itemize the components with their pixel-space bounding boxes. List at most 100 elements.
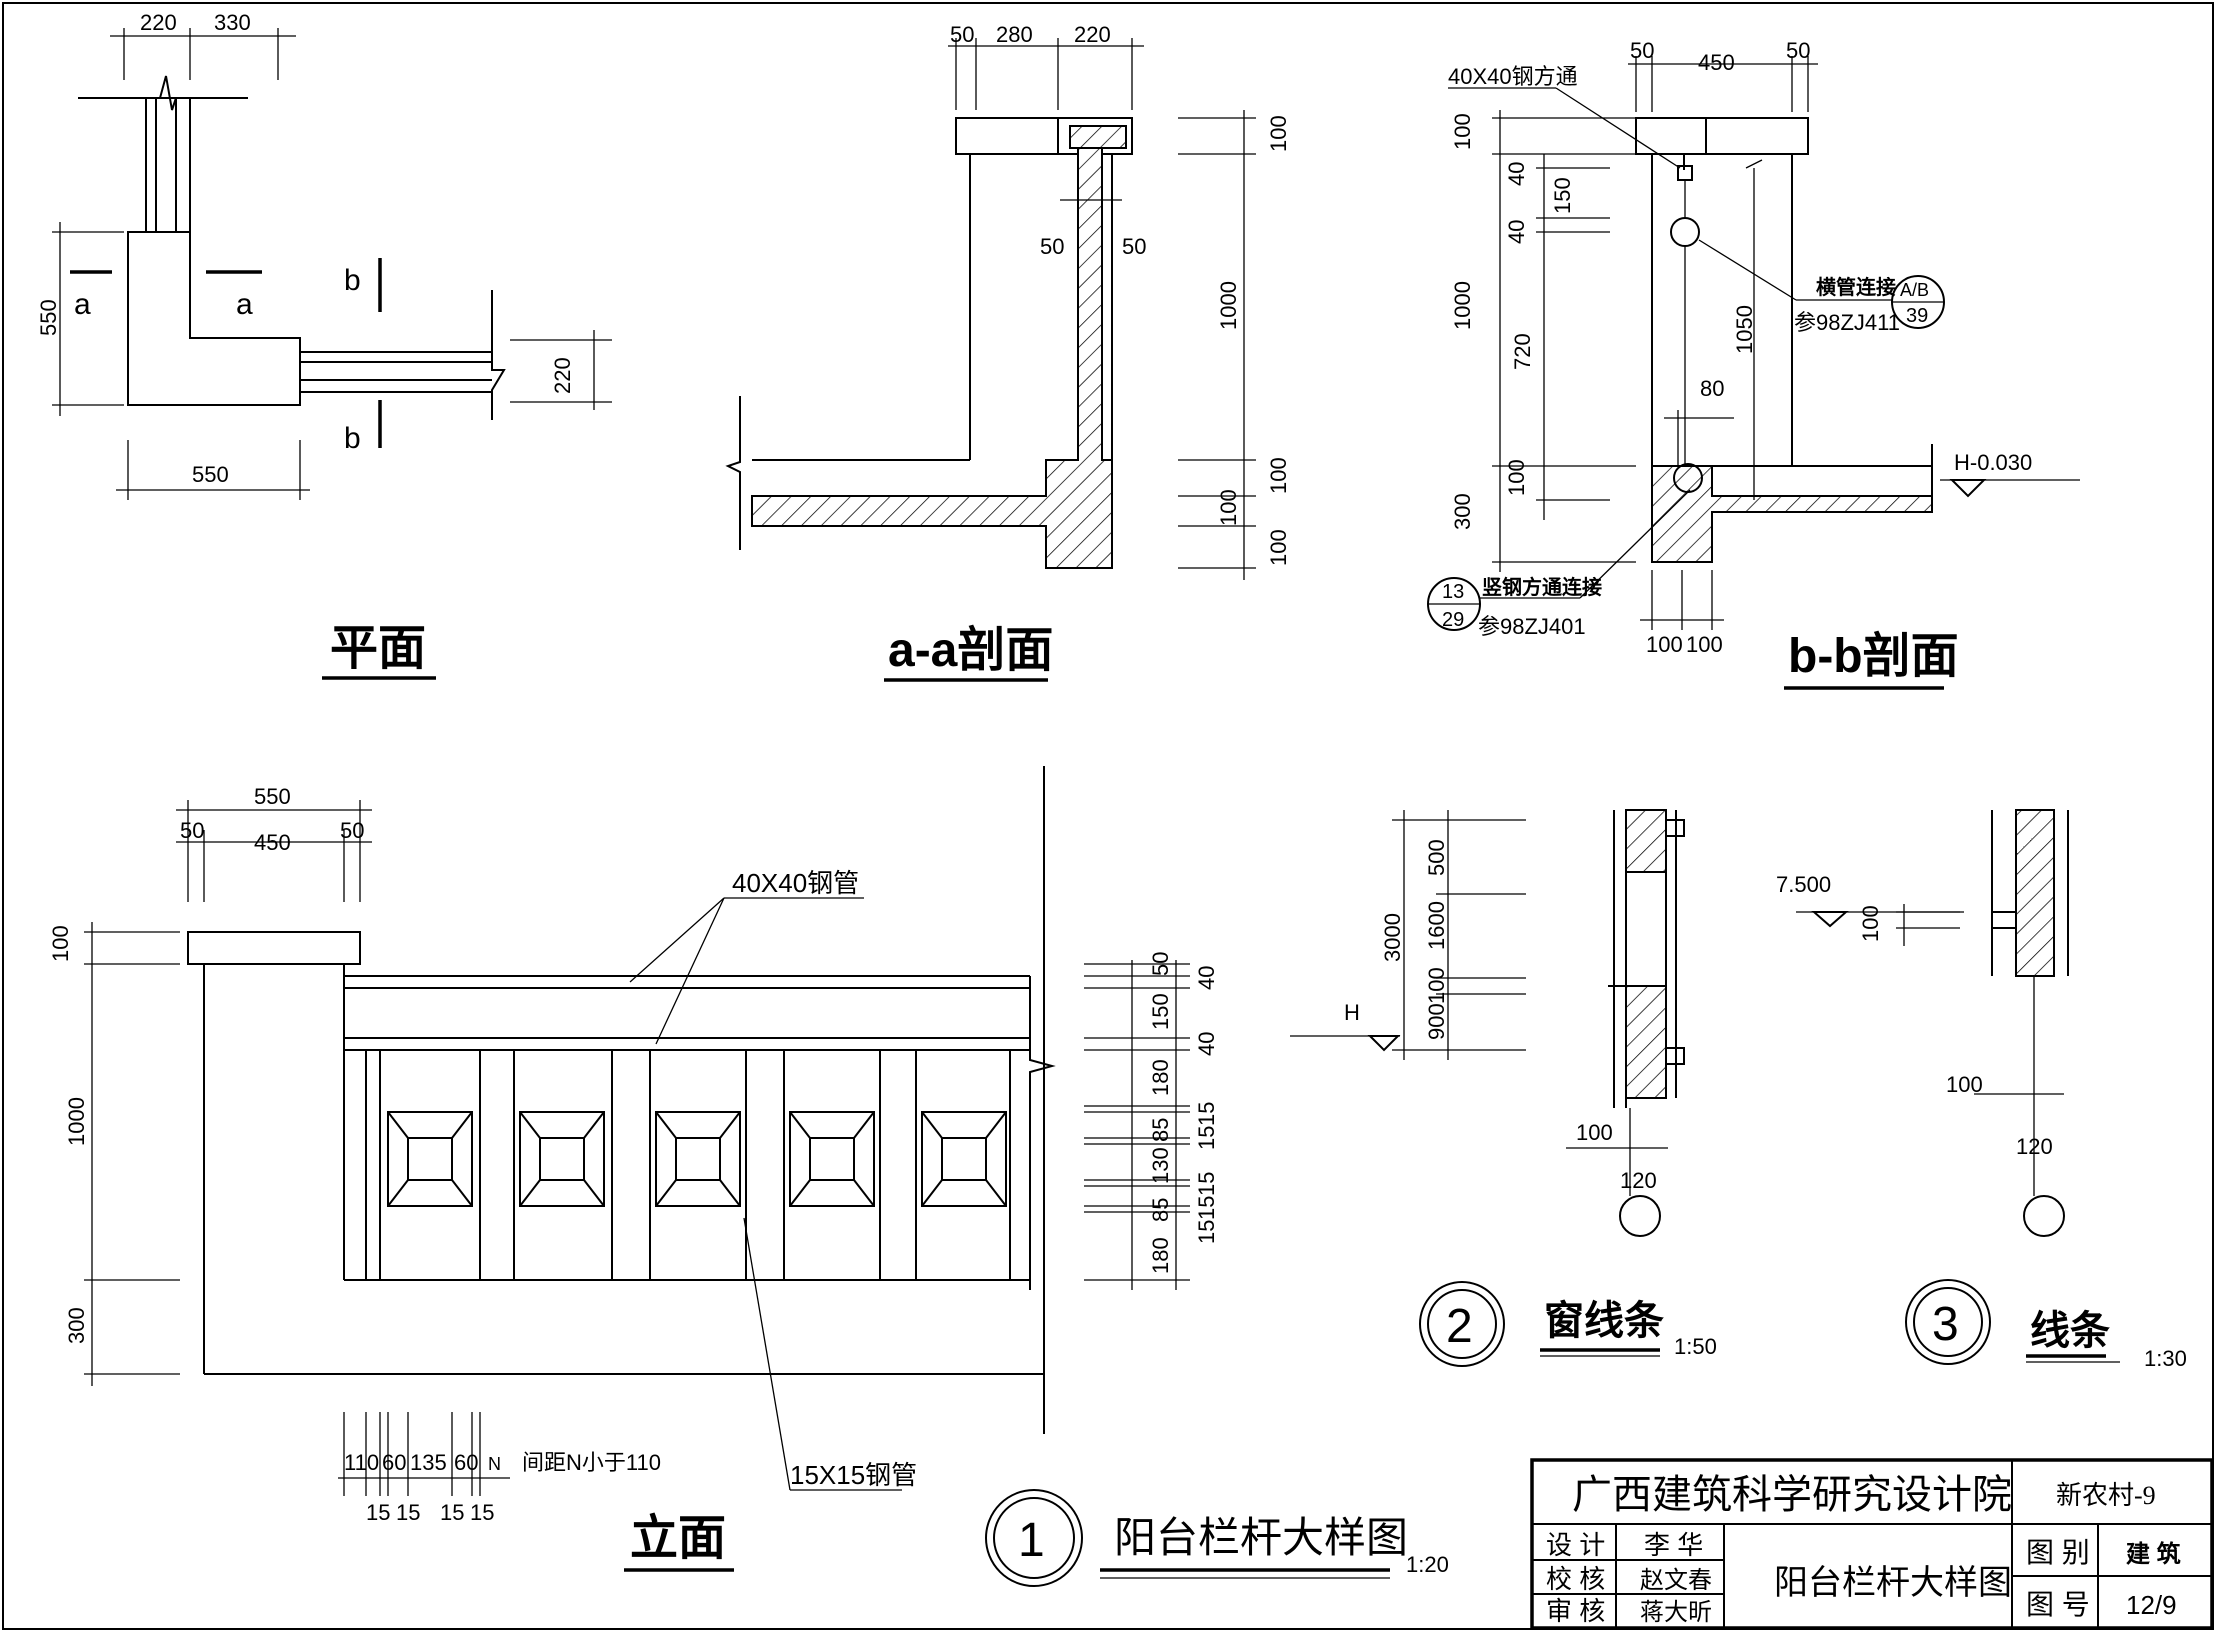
elev-dim-bottom-15d: 15 [470, 1500, 494, 1525]
elev-dim-left-1000: 1000 [64, 1097, 89, 1146]
aa-dim-right-100d: 100 [1266, 529, 1291, 566]
aa-dim-side-50-l: 50 [1040, 234, 1064, 259]
elevation-view: 550 50 450 50 100 1000 300 50 40 150 40 … [48, 766, 1219, 1572]
bb-v-conn: 竖钢方通连接 [1482, 575, 1602, 599]
elev-tube-label: 40X40钢管 [732, 868, 859, 898]
aa-dim-right-1000: 1000 [1216, 281, 1241, 330]
elev-dim-bottom-15c: 15 [440, 1500, 464, 1525]
elev-spacing-note: 间距N小于110 [522, 1450, 661, 1475]
bb-dim-bottom-100b: 100 [1686, 632, 1723, 657]
window-line-view: 100 120 500 3000 1600 100 900 H 2 窗线条 1:… [1290, 809, 1717, 1367]
main-detail-scale: 1:20 [1406, 1552, 1449, 1577]
section-aa-view: 50 280 220 50 50 100 1000 100 100 100 a-… [725, 22, 1291, 682]
elev-dim-left-100: 100 [48, 925, 73, 962]
tb-drawing-name: 阳台栏杆大样图 [1774, 1564, 2012, 1602]
elev-dim-bottom-135: 135 [410, 1450, 447, 1475]
wl-level-h: H [1344, 1000, 1360, 1025]
aa-dim-top-220: 220 [1074, 22, 1111, 47]
bb-dim-top-450: 450 [1698, 50, 1735, 75]
bb-dim-top-50a: 50 [1630, 38, 1654, 63]
elev-dim-right-50: 50 [1148, 952, 1173, 976]
bb-index1-bottom: 39 [1906, 305, 1928, 327]
elev-dim-bottom-110: 110 [344, 1450, 379, 1475]
plan-dim-550-v: 550 [36, 299, 61, 336]
main-detail-label: 阳台栏杆大样图 [1114, 1514, 1408, 1561]
window-line-scale: 1:50 [1674, 1334, 1717, 1359]
bb-dim-bottom-100a: 100 [1646, 632, 1683, 657]
aa-dim-top-280: 280 [996, 22, 1033, 47]
bb-dim-top-50b: 50 [1786, 38, 1810, 63]
marker-1: 1 [1018, 1514, 1045, 1567]
elev-dim-right-180a: 180 [1148, 1059, 1173, 1096]
tb-review-label: 审 核 [1546, 1596, 1605, 1626]
ls-level: 7.500 [1776, 872, 1831, 897]
tb-check-label: 校 核 [1546, 1564, 1605, 1594]
line-strip-title: 线条 [2030, 1309, 2110, 1353]
plan-dim-220: 220 [140, 10, 177, 35]
elev-dim-50b: 50 [340, 818, 364, 843]
elevation-frame-1 [387, 1111, 473, 1207]
tb-project: 新农村-9 [2056, 1481, 2156, 1510]
bb-index1-top: A/B [1900, 280, 1929, 300]
cut-label-b2: b [344, 422, 361, 455]
section-bb-view: H-0.030 50 450 50 40X40钢方通 100 40 150 40… [1427, 38, 2080, 690]
elev-dim-right-85b: 85 [1148, 1198, 1173, 1222]
wl-dim-100-v: 100 [1424, 967, 1449, 1004]
plan-dim-220-v: 220 [550, 357, 575, 394]
aa-dim-right-100c: 100 [1216, 489, 1241, 526]
elev-dim-right-150: 150 [1148, 993, 1173, 1030]
tb-number-label: 图 号 [2026, 1589, 2090, 1620]
bb-index2-top: 13 [1442, 581, 1464, 603]
elev-dim-right-180b: 180 [1148, 1237, 1173, 1274]
cut-label-a2: a [236, 288, 253, 321]
bb-ref2: 参98ZJ401 [1478, 614, 1586, 639]
cut-label-b1: b [344, 264, 361, 297]
marker-2: 2 [1446, 1300, 1473, 1353]
bb-dim-left-40b: 40 [1504, 220, 1529, 244]
bb-index2-bottom: 29 [1442, 609, 1464, 631]
tb-designer: 李 华 [1644, 1530, 1703, 1560]
ls-dim-100-v: 100 [1858, 905, 1883, 942]
elevation-posts [365, 1050, 1011, 1280]
tb-number-value: 12/9 [2126, 1590, 2177, 1620]
plan-view: a a b b 220 330 550 550 220 平面 [36, 10, 612, 680]
window-line-title: 窗线条 [1544, 1299, 1664, 1343]
bb-level: H-0.030 [1954, 450, 2032, 475]
bb-dim-left-300: 300 [1450, 493, 1475, 530]
elev-dim-right-40b: 40 [1194, 1032, 1219, 1056]
aa-dim-side-50-r: 50 [1122, 234, 1146, 259]
elev-dim-50a: 50 [180, 818, 204, 843]
section-aa-title: a-a剖面 [888, 624, 1053, 677]
aa-dim-top-50: 50 [950, 22, 974, 47]
tb-checker: 赵文春 [1640, 1567, 1712, 1594]
bb-dim-left-100a: 100 [1450, 113, 1475, 150]
cut-label-a1: a [74, 288, 91, 321]
main-detail-title: 1 阳台栏杆大样图 1:20 [985, 1489, 1449, 1587]
tb-design-label: 设 计 [1546, 1530, 1605, 1560]
bb-steel-tube-label: 40X40钢方通 [1448, 64, 1578, 89]
ls-dim-120: 120 [2016, 1134, 2053, 1159]
wl-dim-120: 120 [1620, 1168, 1657, 1193]
bb-dim-80: 80 [1700, 376, 1724, 401]
wl-dim-900: 900 [1424, 1003, 1449, 1040]
marker-3: 3 [1932, 1298, 1959, 1351]
aa-dim-right-100a: 100 [1266, 115, 1291, 152]
elev-dim-bottom-60b: 60 [454, 1450, 478, 1475]
plan-dim-330: 330 [214, 10, 251, 35]
bb-dim-left-150: 150 [1550, 177, 1575, 214]
bb-h-conn: 横管连接 [1816, 275, 1896, 299]
elev-dim-450: 450 [254, 830, 291, 855]
elevation-frame-4 [789, 1111, 875, 1207]
elev-dim-bottom-60a: 60 [382, 1450, 406, 1475]
title-block: 广西建筑科学研究设计院 新农村-9 设 计 李 华 校 核 赵文春 审 核 蒋大… [1530, 1458, 2214, 1630]
line-strip-scale: 1:30 [2144, 1346, 2187, 1371]
elevation-frame-3 [655, 1111, 741, 1207]
tb-institute: 广西建筑科学研究设计院 [1572, 1472, 2012, 1517]
elev-dim-bottom-15a: 15 [366, 1500, 390, 1525]
elev-dim-left-300: 300 [64, 1307, 89, 1344]
plan-title: 平面 [330, 622, 426, 675]
elev-dim-right-15a: 15 [1194, 1102, 1219, 1126]
bb-dim-1050: 1050 [1732, 305, 1757, 354]
tb-type-label: 图 别 [2026, 1537, 2090, 1568]
bb-dim-left-40a: 40 [1504, 162, 1529, 186]
